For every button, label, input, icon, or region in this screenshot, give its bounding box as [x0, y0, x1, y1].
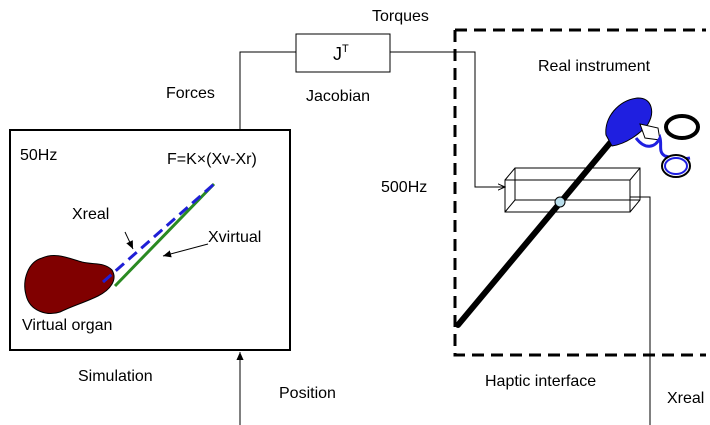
torques-label: Torques [372, 8, 429, 25]
joint-sphere [554, 196, 566, 208]
forces-line [239, 51, 296, 130]
forces-label: Forces [166, 85, 215, 102]
jacobian-block [295, 33, 391, 73]
xreal-sim-label: Xreal [72, 206, 109, 223]
position-label: Position [279, 385, 336, 402]
jacobian-label: Jacobian [306, 88, 370, 105]
jacobian-symbol-base: J [333, 44, 342, 64]
haptic-interface-label: Haptic interface [485, 373, 596, 390]
xreal-output-line [630, 196, 651, 425]
haptic-interface-box [504, 167, 641, 213]
sim-frequency-label: 50Hz [20, 147, 57, 164]
instrument-shaft [455, 122, 628, 328]
xvirtual-label: Xvirtual [208, 229, 261, 246]
jacobian-symbol-sup: T [342, 43, 349, 55]
xreal-output-label: Xreal [667, 390, 704, 407]
virtual-organ-shape [24, 255, 115, 314]
simulation-label: Simulation [78, 368, 153, 385]
jacobian-symbol: JT [333, 43, 349, 64]
haptic-frequency-label: 500Hz [381, 179, 427, 196]
xreal-line [102, 182, 215, 284]
xreal-pointer [124, 231, 134, 250]
instrument-handle [605, 97, 700, 178]
haptic-device-boundary [453, 28, 706, 357]
xvirtual-pointer [162, 243, 209, 258]
virtual-organ-label: Virtual organ [22, 317, 112, 334]
torques-line [390, 51, 505, 187]
xvirtual-line [113, 182, 216, 288]
real-instrument-label: Real instrument [538, 58, 651, 75]
simulation-box [9, 129, 291, 351]
force-formula: F=K×(Xv-Xr) [167, 151, 257, 168]
